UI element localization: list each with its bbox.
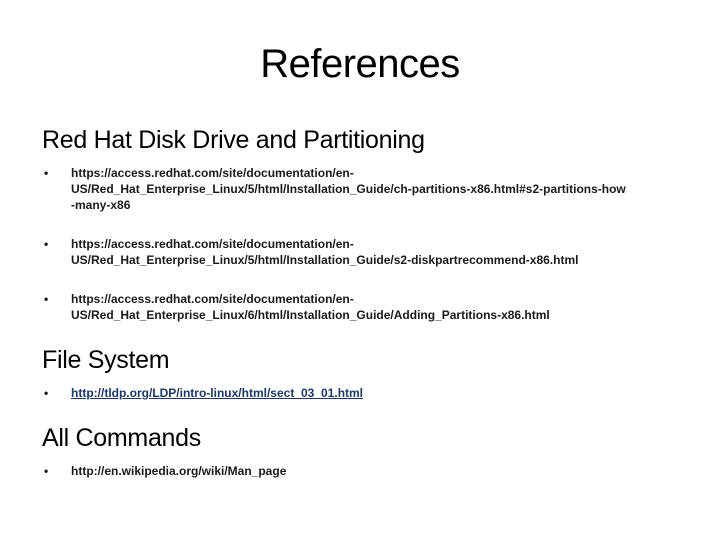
bullet-list: • http://en.wikipedia.org/wiki/Man_page <box>42 463 692 479</box>
url-text-line: http://en.wikipedia.org/wiki/Man_page <box>71 464 287 478</box>
url-text-line: https://access.redhat.com/site/documenta… <box>71 166 354 180</box>
bullet-icon: • <box>44 292 49 306</box>
section-heading: All Commands <box>42 424 201 452</box>
url-text-line: US/Red_Hat_Enterprise_Linux/5/html/Insta… <box>71 253 579 267</box>
section-file-system: File System • http://tldp.org/LDP/intro-… <box>42 344 692 401</box>
section-heading: Red Hat Disk Drive and Partitioning <box>42 126 425 154</box>
section-redhat-partitioning: Red Hat Disk Drive and Partitioning • ht… <box>42 124 692 323</box>
section-all-commands: All Commands • http://en.wikipedia.org/w… <box>42 422 692 479</box>
slide-title: References <box>260 42 460 86</box>
list-item: • https://access.redhat.com/site/documen… <box>42 165 692 213</box>
section-heading: File System <box>42 346 170 374</box>
bullet-list: • http://tldp.org/LDP/intro-linux/html/s… <box>42 385 692 401</box>
bullet-icon: • <box>44 166 49 180</box>
list-item: • https://access.redhat.com/site/documen… <box>42 236 692 268</box>
list-item: • http://tldp.org/LDP/intro-linux/html/s… <box>42 385 692 401</box>
list-item: • https://access.redhat.com/site/documen… <box>42 291 692 323</box>
url-text-line: https://access.redhat.com/site/documenta… <box>71 292 354 306</box>
bullet-list: • https://access.redhat.com/site/documen… <box>42 165 692 323</box>
url-text-line: -many-x86 <box>71 198 131 212</box>
tldp-hyperlink[interactable]: http://tldp.org/LDP/intro-linux/html/sec… <box>71 386 364 400</box>
url-text-line: US/Red_Hat_Enterprise_Linux/6/html/Insta… <box>71 308 550 322</box>
bullet-icon: • <box>44 386 49 400</box>
bullet-icon: • <box>44 237 49 251</box>
bullet-icon: • <box>44 464 49 478</box>
slide-body: Red Hat Disk Drive and Partitioning • ht… <box>42 124 692 479</box>
list-item: • http://en.wikipedia.org/wiki/Man_page <box>42 463 692 479</box>
url-text-line: https://access.redhat.com/site/documenta… <box>71 237 354 251</box>
url-text-line: US/Red_Hat_Enterprise_Linux/5/html/Insta… <box>71 182 626 196</box>
